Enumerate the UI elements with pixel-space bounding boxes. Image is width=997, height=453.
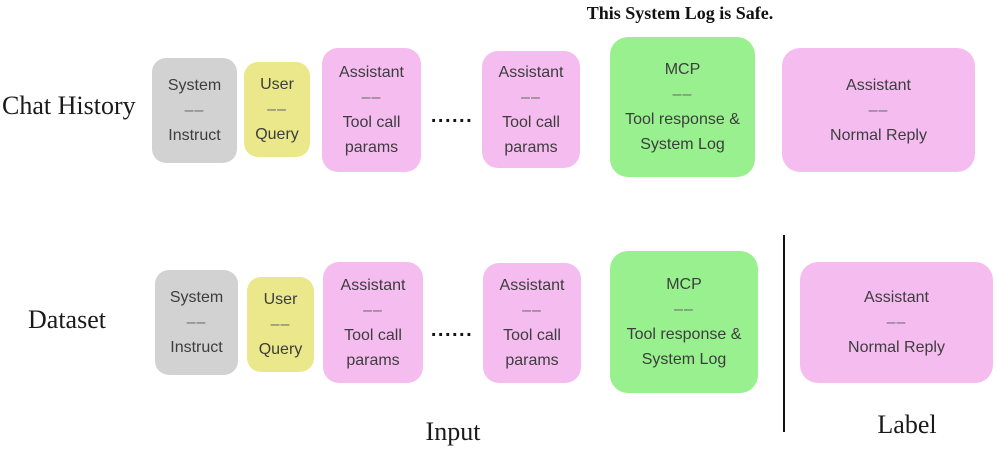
box-content: Tool call params <box>503 327 561 369</box>
box-content: Tool response & System Log <box>626 326 742 368</box>
box-content: Query <box>258 341 303 358</box>
footer-label-input: Input <box>425 417 481 446</box>
box-separator: –– <box>186 314 207 331</box>
ellipsis-dots: ...... <box>430 319 474 341</box>
box-role: MCP <box>666 276 702 293</box>
box-assistant-tool-call-2: Assistant –– Tool call params <box>482 51 580 168</box>
box-assistant-tool-call-1: Assistant –– Tool call params <box>322 48 421 172</box>
box-role: System <box>167 77 222 94</box>
box-role: User <box>260 76 294 93</box>
box-role: Assistant <box>498 63 564 81</box>
box-content: Query <box>255 126 299 143</box>
box-assistant-tool-call-1: Assistant –– Tool call params <box>323 262 423 383</box>
box-separator: –– <box>184 102 205 119</box>
box-content: Tool response & System Log <box>625 111 740 153</box>
box-separator: –– <box>363 301 383 319</box>
input-label-divider <box>783 235 785 432</box>
box-separator: –– <box>267 101 287 118</box>
box-system-instruct: System –– Instruct <box>152 58 237 163</box>
box-user-query: User –– Query <box>244 62 310 157</box>
row-label-dataset: Dataset <box>28 305 106 334</box>
box-assistant-normal-reply: Assistant –– Normal Reply <box>782 48 975 172</box>
box-content: Normal Reply <box>830 126 927 144</box>
box-role: Assistant <box>864 289 929 306</box>
box-role: System <box>169 289 224 306</box>
box-mcp-tool-response: MCP –– Tool response & System Log <box>610 251 758 393</box>
box-assistant-tool-call-2: Assistant –– Tool call params <box>483 263 581 383</box>
row-label-chat-history: Chat History <box>2 91 136 120</box>
box-role: Assistant <box>339 64 404 81</box>
box-system-instruct: System –– Instruct <box>155 270 238 375</box>
box-separator: –– <box>674 301 694 318</box>
box-separator: –– <box>672 86 693 103</box>
box-separator: –– <box>522 302 542 319</box>
box-content: Instruct <box>170 339 223 356</box>
ellipsis-dots: ...... <box>430 105 474 127</box>
box-role: Assistant <box>340 276 406 294</box>
box-content: Instruct <box>168 127 221 144</box>
box-role: Assistant <box>846 76 911 94</box>
box-mcp-tool-response: MCP –– Tool response & System Log <box>610 37 755 177</box>
box-assistant-normal-reply: Assistant –– Normal Reply <box>800 262 993 383</box>
diagram-title: This System Log is Safe. <box>586 3 774 23</box>
box-separator: –– <box>521 88 541 106</box>
box-user-query: User –– Query <box>247 277 314 372</box>
box-content: Tool call params <box>344 326 402 369</box>
box-separator: –– <box>868 101 889 119</box>
box-role: Assistant <box>499 277 565 294</box>
box-role: MCP <box>664 61 701 78</box>
box-content: Tool call params <box>342 114 401 156</box>
box-role: User <box>263 291 298 308</box>
box-content: Tool call params <box>502 113 560 156</box>
box-content: Normal Reply <box>848 339 945 356</box>
box-separator: –– <box>361 89 382 106</box>
box-separator: –– <box>270 316 291 333</box>
footer-label-label: Label <box>877 410 937 439</box>
box-separator: –– <box>886 314 907 331</box>
